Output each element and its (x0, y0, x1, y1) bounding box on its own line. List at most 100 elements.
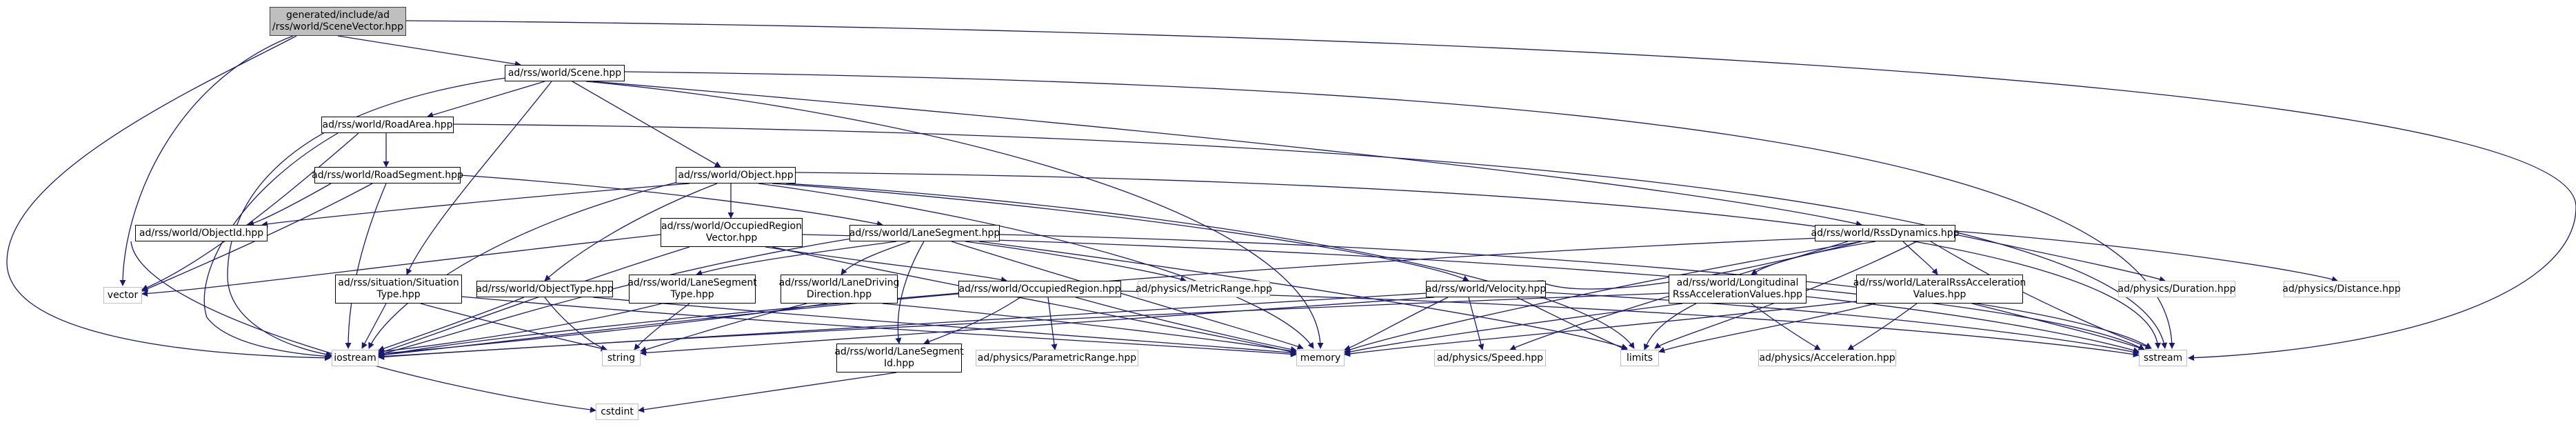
edge-lanesegment-lanesegmenttype (696, 241, 897, 276)
node-label: /rss/world/SceneVector.hpp (272, 21, 404, 32)
node-vector[interactable]: vector (103, 287, 142, 304)
node-memory[interactable]: memory (1296, 350, 1345, 366)
edge-velocity-speed (1468, 297, 1485, 350)
edge-objectid-cstdint (130, 241, 596, 413)
edge-rss-distance (1955, 230, 2338, 282)
node-label: ad/rss/situation/Situation (338, 277, 459, 288)
node-duration[interactable]: ad/physics/Duration.hpp (2117, 281, 2236, 297)
edge-object-objecttype (544, 183, 718, 281)
edge-object-memory (758, 183, 1314, 349)
node-lanesegment[interactable]: ad/rss/world/LaneSegment.hpp (849, 225, 1000, 241)
node-roadarea[interactable]: ad/rss/world/RoadArea.hpp (321, 117, 454, 133)
node-sstream[interactable]: sstream (2139, 350, 2187, 366)
edge-scene-memory (585, 81, 1324, 349)
edge-root-scene (337, 35, 521, 68)
node-metricrange[interactable]: ad/physics/MetricRange.hpp (1135, 281, 1273, 297)
edge-root-sstream (405, 20, 2576, 361)
node-label: ad/physics/ParametricRange.hpp (977, 352, 1137, 364)
edge-ldd-memory (882, 303, 1297, 355)
edge-scene-object (572, 81, 721, 168)
edge-occvec-vector (141, 234, 661, 297)
edge-situationtype-string (420, 303, 607, 352)
node-speed[interactable]: ad/physics/Speed.hpp (1434, 350, 1546, 366)
node-distance[interactable]: ad/physics/Distance.hpp (2282, 281, 2401, 297)
edge-roadsegment-iostream (345, 183, 387, 349)
edge-velocity-limits (1516, 297, 1628, 351)
edge-object-sstream (795, 172, 2161, 349)
edge-lanesegment-memory (951, 241, 1304, 350)
edge-rss-speed (1509, 241, 1849, 350)
edge-object-limits (785, 183, 1635, 349)
node-label: ad/rss/world/LaneDriving (778, 277, 900, 288)
node-parametricrange[interactable]: ad/physics/ParametricRange.hpp (976, 350, 1138, 366)
node-label: Values.hpp (1913, 289, 1966, 300)
edge-lat-acceleration (1847, 303, 1918, 350)
edge-rss-memory (1344, 241, 1862, 353)
node-label: ad/physics/MetricRange.hpp (1135, 283, 1273, 295)
node-limits[interactable]: limits (1620, 350, 1659, 366)
node-label: Type.hpp (670, 289, 714, 300)
edge-rss-limits (1654, 241, 1918, 349)
node-object[interactable]: ad/rss/world/Object.hpp (676, 167, 796, 183)
edge-objecttype-string (544, 297, 607, 351)
edge-roadarea-vector (141, 132, 359, 290)
node-label: ad/rss/world/LateralRssAcceleration (1853, 277, 2026, 288)
node-objectid[interactable]: ad/rss/world/ObjectId.hpp (135, 225, 268, 241)
node-acceleration[interactable]: ad/physics/Acceleration.hpp (1758, 350, 1896, 366)
edge-long-iostream (378, 292, 1669, 360)
node-string[interactable]: string (602, 350, 641, 366)
edge-lanesegment-lanedrivingdirection (841, 241, 911, 275)
node-label: cstdint (601, 406, 634, 417)
edge-situationtype-iostream (361, 303, 387, 349)
edge-occvec-sstream (802, 234, 2145, 350)
edge-scene-rssdynamics (592, 81, 1862, 227)
edge-objecttype-memory (592, 297, 1297, 356)
edge-rss-duration (1955, 234, 2166, 282)
node-label: generated/include/ad (286, 10, 390, 21)
node-label: ad/rss/world/OccupiedRegion.hpp (958, 283, 1121, 295)
edge-velocity-memory (1344, 297, 1449, 351)
edge-lat-limits (1658, 303, 1876, 353)
edge-velocity-string (640, 297, 1435, 356)
node-cstdint[interactable]: cstdint (596, 404, 638, 420)
node-label: sstream (2143, 352, 2183, 364)
node-roadsegment[interactable]: ad/rss/world/RoadSegment.hpp (312, 167, 463, 183)
edge-lstype-string (634, 303, 690, 350)
edge-roadsegment-lanesegment (460, 175, 883, 227)
node-label: ad/rss/world/LaneSegment (627, 277, 757, 288)
edge-lanesegment-iostream (378, 237, 856, 357)
node-iostream[interactable]: iostream (332, 350, 379, 366)
node-label: limits (1626, 352, 1653, 364)
node-rssdynamics[interactable]: ad/rss/world/RssDynamics.hpp (1811, 225, 1959, 241)
node-label: iostream (334, 352, 376, 364)
edge-occregion-lanesegmentid (923, 297, 1021, 345)
node-objecttype[interactable]: ad/rss/world/ObjectType.hpp (476, 281, 614, 297)
edge-scene-sstream (624, 71, 2175, 349)
node-label: ad/rss/world/ObjectId.hpp (139, 227, 264, 239)
node-occregion[interactable]: ad/rss/world/OccupiedRegion.hpp (958, 281, 1121, 297)
edge-rss-sstream (1930, 241, 2152, 350)
node-velocity[interactable]: ad/rss/world/Velocity.hpp (1426, 281, 1546, 297)
edge-lanesegment-metricrange (965, 241, 1187, 282)
edge-rss-lateral (1902, 241, 1938, 275)
edge-roadsegment-objectid (248, 183, 332, 226)
edge-object-objectid (261, 183, 690, 228)
edge-occvec-iostream (378, 246, 690, 355)
edge-rss-iostream (378, 237, 1821, 358)
node-label: ad/rss/world/RssDynamics.hpp (1811, 227, 1960, 239)
node-label: memory (1300, 352, 1341, 364)
node-label: ad/physics/Speed.hpp (1436, 352, 1544, 364)
edge-root-vector (119, 35, 294, 286)
node-label: ad/rss/world/LaneSegment.hpp (849, 227, 1000, 239)
node-scene[interactable]: ad/rss/world/Scene.hpp (505, 65, 625, 81)
edge-objecttype-iostream (378, 297, 525, 352)
